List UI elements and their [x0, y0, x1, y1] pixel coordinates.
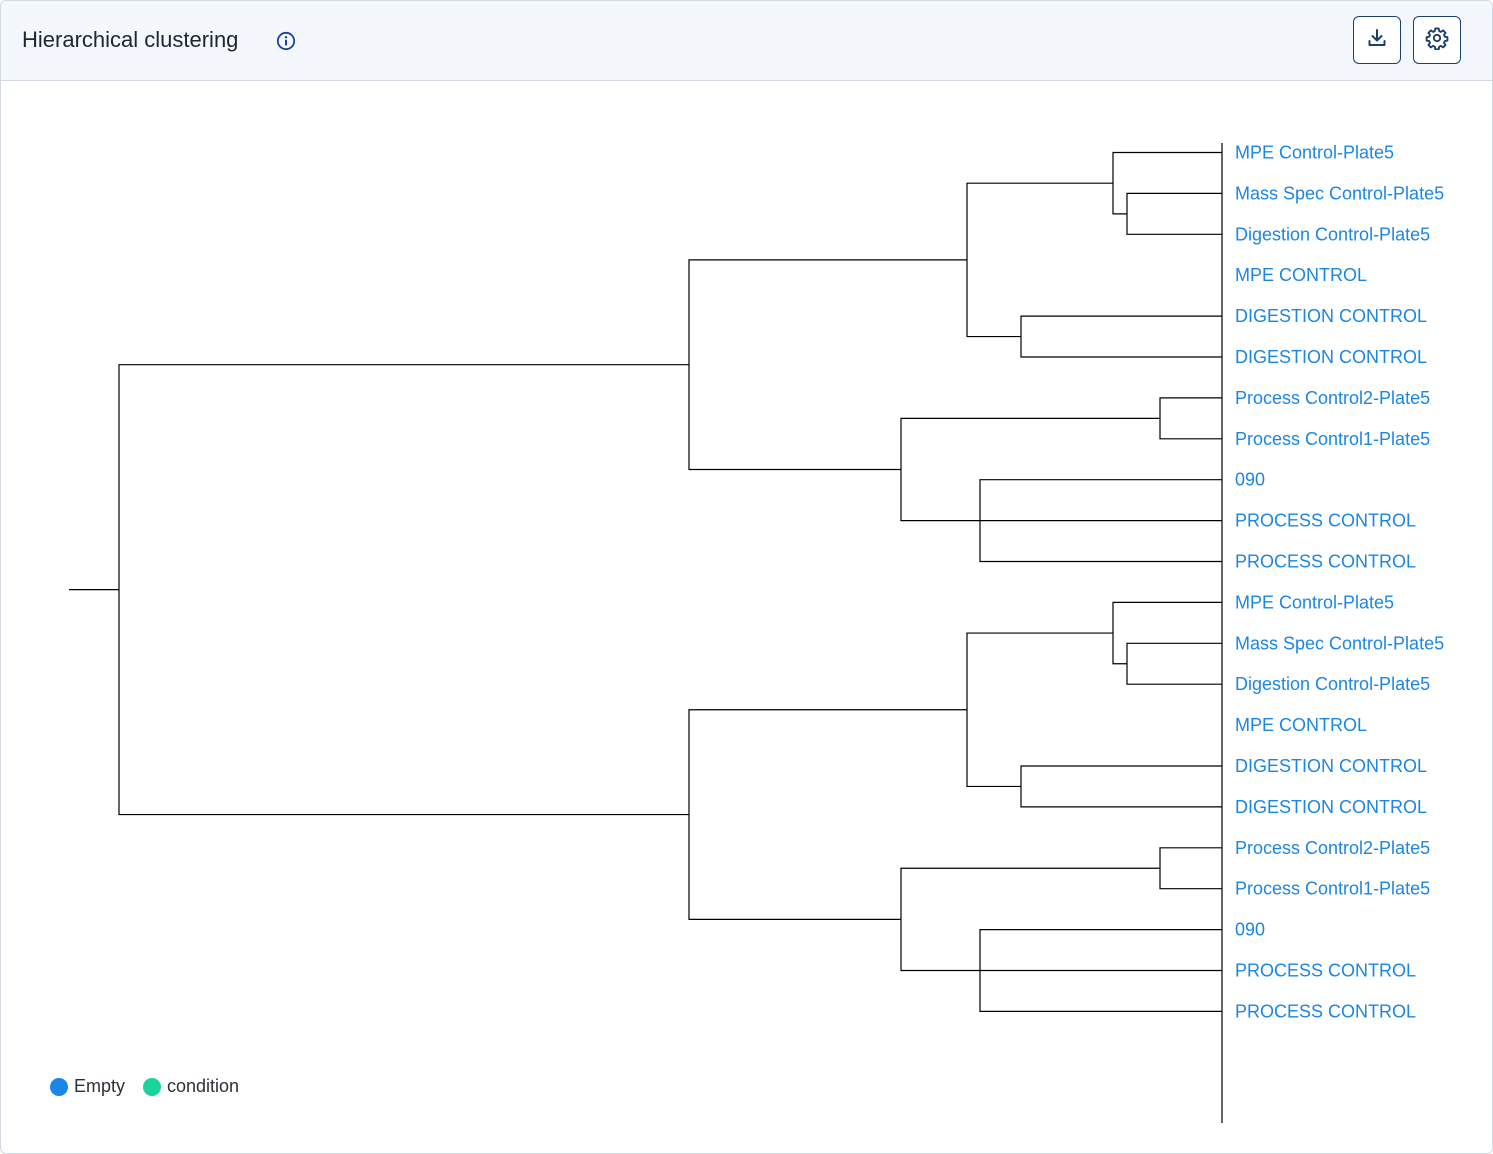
- leaf-label[interactable]: DIGESTION CONTROL: [1235, 306, 1427, 326]
- settings-button[interactable]: [1413, 16, 1461, 64]
- dendrogram-branch: [1112, 601, 1222, 665]
- dendrogram-branch: [1112, 151, 1222, 215]
- legend-item-condition[interactable]: condition: [143, 1076, 239, 1097]
- leaf-label[interactable]: PROCESS CONTROL: [1235, 1001, 1416, 1021]
- leaf-label[interactable]: PROCESS CONTROL: [1235, 552, 1416, 572]
- legend-swatch-empty: [50, 1077, 68, 1096]
- info-circle-icon[interactable]: [276, 31, 296, 51]
- dendrogram-branch: [900, 867, 1160, 972]
- leaf-label[interactable]: Mass Spec Control-Plate5: [1235, 183, 1444, 203]
- dendrogram-branch: [966, 632, 1113, 788]
- leaf-label[interactable]: MPE Control-Plate5: [1235, 143, 1394, 163]
- dendrogram-branch: [1126, 192, 1222, 235]
- leaf-label[interactable]: Digestion Control-Plate5: [1235, 674, 1430, 694]
- leaf-label[interactable]: Process Control2-Plate5: [1235, 838, 1430, 858]
- leaf-label[interactable]: 090: [1235, 920, 1265, 940]
- dendrogram-branch: [966, 182, 1113, 338]
- leaf-label[interactable]: Mass Spec Control-Plate5: [1235, 633, 1444, 653]
- dendrogram-branch: [688, 259, 967, 471]
- dendrogram-branch: [118, 364, 689, 816]
- legend-label-condition: condition: [167, 1076, 240, 1096]
- dendrogram-branch: [1126, 642, 1222, 685]
- dendrogram-branch: [1159, 847, 1222, 890]
- gear-icon: [1425, 26, 1449, 55]
- leaf-label[interactable]: Process Control1-Plate5: [1235, 429, 1430, 449]
- leaf-label[interactable]: Process Control1-Plate5: [1235, 879, 1430, 899]
- panel-title: Hierarchical clustering: [22, 27, 239, 52]
- leaf-label[interactable]: MPE CONTROL: [1235, 715, 1367, 735]
- download-icon: [1366, 27, 1388, 54]
- dendrogram-branch: [1020, 765, 1222, 808]
- leaf-label[interactable]: DIGESTION CONTROL: [1235, 756, 1427, 776]
- leaf-label[interactable]: DIGESTION CONTROL: [1235, 797, 1427, 817]
- leaf-label[interactable]: Digestion Control-Plate5: [1235, 224, 1430, 244]
- leaf-label[interactable]: 090: [1235, 470, 1265, 490]
- dendrogram-branch: [688, 709, 967, 920]
- dendrogram-branch: [1020, 315, 1222, 358]
- leaf-label[interactable]: PROCESS CONTROL: [1235, 511, 1416, 531]
- dendrogram-branch: [1159, 397, 1222, 440]
- legend-label-empty: Empty: [74, 1076, 126, 1096]
- leaf-label[interactable]: MPE Control-Plate5: [1235, 592, 1394, 612]
- legend-swatch-condition: [143, 1077, 162, 1096]
- panel-header: Hierarchical clustering: [1, 1, 1492, 81]
- leaf-label[interactable]: DIGESTION CONTROL: [1235, 347, 1427, 367]
- legend: Empty condition: [50, 1076, 257, 1097]
- dendrogram-branch: [900, 417, 1160, 522]
- leaf-label[interactable]: PROCESS CONTROL: [1235, 961, 1416, 981]
- leaf-label[interactable]: MPE CONTROL: [1235, 265, 1367, 285]
- leaf-label[interactable]: Process Control2-Plate5: [1235, 388, 1430, 408]
- legend-item-empty[interactable]: Empty: [50, 1076, 125, 1097]
- download-button[interactable]: [1353, 16, 1401, 64]
